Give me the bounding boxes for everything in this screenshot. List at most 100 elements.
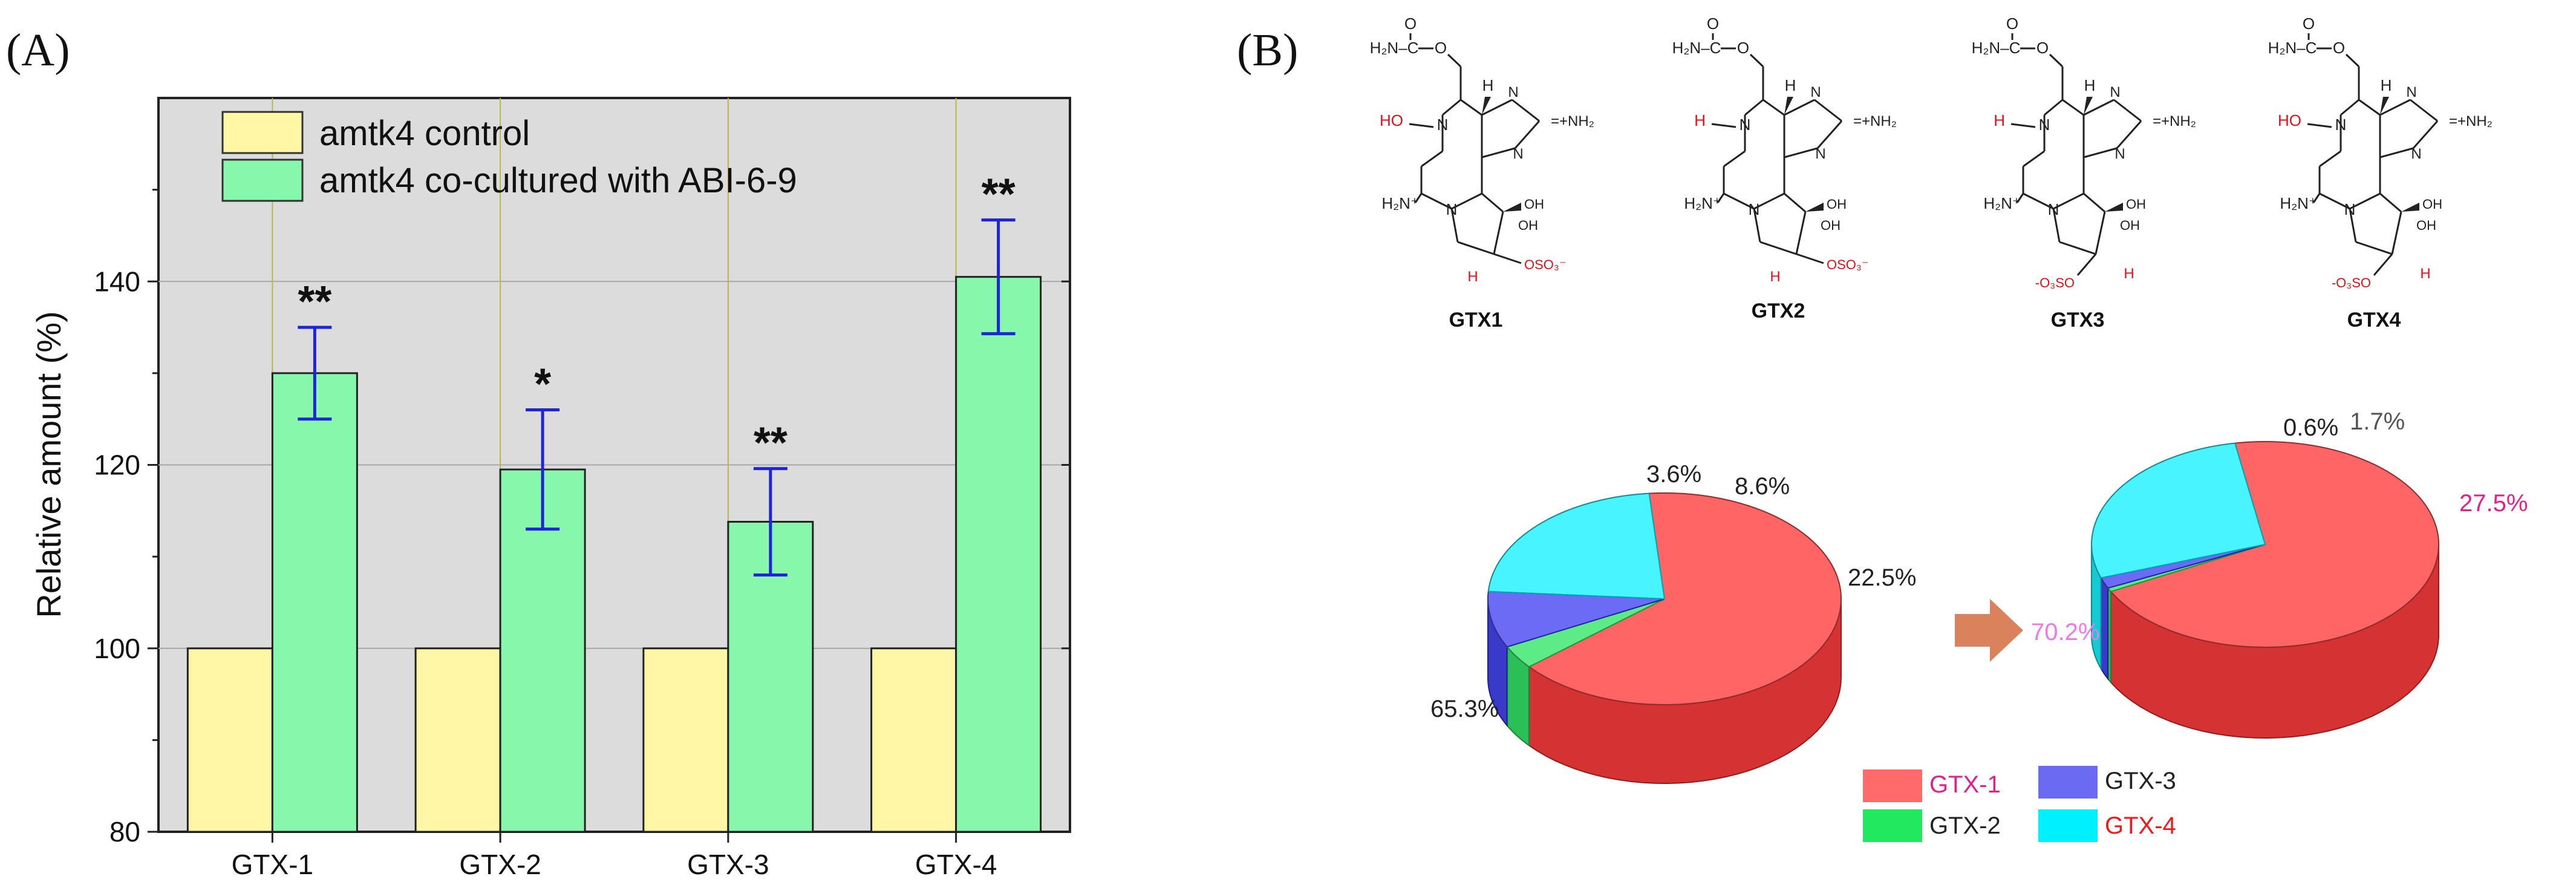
n1-substituent-label: H bbox=[1694, 111, 1706, 129]
pie-rim bbox=[1487, 492, 1842, 705]
x-tick-label: GTX-3 bbox=[687, 849, 769, 880]
wedge-bond bbox=[2380, 97, 2389, 115]
structure-name: GTX2 bbox=[1752, 299, 1805, 322]
x-tick-label: GTX-4 bbox=[915, 849, 997, 880]
pie2-label-gtx3: 1.7% bbox=[2350, 408, 2405, 435]
pie-rim bbox=[2091, 441, 2439, 648]
oh-label: OH bbox=[1518, 218, 1538, 233]
n1-label: N bbox=[1740, 116, 1751, 134]
structure-name: GTX1 bbox=[1449, 309, 1503, 332]
pie-slice-gtx-4 bbox=[2091, 442, 2266, 579]
bond bbox=[2345, 53, 2360, 68]
carbonyl-o-label: O bbox=[2006, 15, 2018, 33]
panel-label-b: (B) bbox=[1237, 25, 1298, 76]
bond bbox=[1744, 99, 1764, 116]
bond bbox=[1447, 53, 1462, 68]
pie-legend-swatch-gtx1 bbox=[1863, 769, 1922, 802]
wedge-bond bbox=[2401, 203, 2419, 212]
bond bbox=[1451, 192, 1482, 210]
bond bbox=[2349, 208, 2357, 243]
bond bbox=[2379, 147, 2414, 158]
pie1-label-gtx4: 22.5% bbox=[1848, 564, 1916, 591]
bond bbox=[2412, 120, 2439, 149]
pie-legend-swatch-gtx2 bbox=[1863, 809, 1922, 842]
bond bbox=[1481, 147, 1516, 158]
pie-charts bbox=[1487, 441, 2439, 784]
ring-n-label: N bbox=[1508, 84, 1518, 100]
bond bbox=[1753, 208, 1761, 243]
bond bbox=[2355, 241, 2393, 255]
bar-marks bbox=[186, 276, 1042, 833]
bond bbox=[2410, 99, 2438, 122]
ring-n-label: N bbox=[1513, 146, 1523, 162]
legend-label-cocultured: amtk4 co-cultured with ABI-6-9 bbox=[319, 161, 797, 200]
pie-slice-gtx-1 bbox=[2110, 441, 2439, 648]
h-label: H bbox=[2124, 266, 2134, 282]
bond bbox=[2062, 99, 2084, 116]
wedge-bond bbox=[1784, 97, 1793, 115]
structure-name: GTX4 bbox=[2347, 309, 2401, 332]
h-label: H bbox=[1467, 269, 1478, 285]
guanidinium-label: =+NH₂ bbox=[2153, 113, 2196, 129]
pie-legend-label-gtx2: GTX-2 bbox=[1929, 812, 2001, 839]
bond bbox=[1442, 99, 1461, 116]
wedge-bond bbox=[2105, 203, 2123, 212]
bar-control bbox=[414, 647, 501, 833]
bar-cocultured bbox=[955, 276, 1042, 833]
structure-name: GTX3 bbox=[2051, 309, 2105, 332]
bond bbox=[1460, 99, 1482, 116]
x-tick-label: GTX-1 bbox=[232, 849, 313, 880]
h-label: H bbox=[2420, 266, 2430, 282]
bond bbox=[2095, 211, 2106, 255]
oh-label: OH bbox=[1821, 218, 1841, 233]
guanidinium-label: =+NH₂ bbox=[1853, 113, 1897, 129]
ester-o-label: O bbox=[2333, 39, 2345, 57]
bar-cocultured bbox=[727, 521, 814, 833]
bond bbox=[1816, 120, 1843, 149]
y-axis-label: Relative amount (%) bbox=[30, 311, 68, 618]
legend-swatch-cocultured bbox=[221, 158, 304, 202]
n1-substituent-label: H bbox=[1994, 111, 2005, 129]
pie-legend-label-gtx4: GTX-4 bbox=[2105, 812, 2176, 839]
carbamate-label: H₂N–C bbox=[1672, 39, 1721, 57]
pie-legend: GTX-1 GTX-3 GTX-2 GTX-4 bbox=[1863, 766, 2176, 842]
wedge-bond bbox=[1482, 97, 1491, 115]
bond bbox=[1511, 99, 1540, 122]
ring-n-label: N bbox=[2406, 84, 2416, 100]
bond bbox=[1814, 99, 1842, 122]
significance-label: ** bbox=[754, 419, 787, 468]
bond bbox=[1409, 123, 1434, 128]
legend-label-control: amtk4 control bbox=[319, 114, 530, 153]
sulfate-label: -O₃SO bbox=[2332, 275, 2371, 290]
pie-legend-swatch-gtx3 bbox=[2038, 766, 2098, 799]
panel-label-a: (A) bbox=[6, 25, 70, 76]
transition-arrow-icon bbox=[1955, 599, 2023, 662]
h-label: H bbox=[1770, 269, 1780, 285]
significance-label: * bbox=[534, 361, 551, 409]
ring-n-label: N bbox=[1815, 146, 1825, 162]
ester-o-label: O bbox=[1737, 39, 1749, 57]
carbonyl-o-label: O bbox=[1707, 15, 1719, 33]
bond bbox=[1723, 150, 1746, 168]
bond bbox=[1762, 99, 1785, 116]
bond bbox=[2116, 120, 2142, 149]
bond bbox=[2358, 99, 2381, 116]
oh-label: OH bbox=[2422, 197, 2442, 212]
significance-label: ** bbox=[298, 278, 331, 326]
bond bbox=[2391, 211, 2402, 255]
bond bbox=[2379, 99, 2411, 116]
bond bbox=[2349, 192, 2381, 210]
bond bbox=[1784, 99, 1815, 116]
oh-label: OH bbox=[2126, 197, 2146, 212]
oh-label: OH bbox=[1524, 197, 1544, 212]
bond bbox=[2312, 193, 2321, 203]
sulfate-label: OSO₃⁻ bbox=[1524, 257, 1566, 272]
bond bbox=[2059, 241, 2096, 255]
bond bbox=[2340, 99, 2359, 116]
bond bbox=[1514, 120, 1541, 149]
amidinium-label: H₂N⁺ bbox=[2280, 194, 2317, 212]
pie1-label-gtx1: 65.3% bbox=[1430, 696, 1499, 722]
